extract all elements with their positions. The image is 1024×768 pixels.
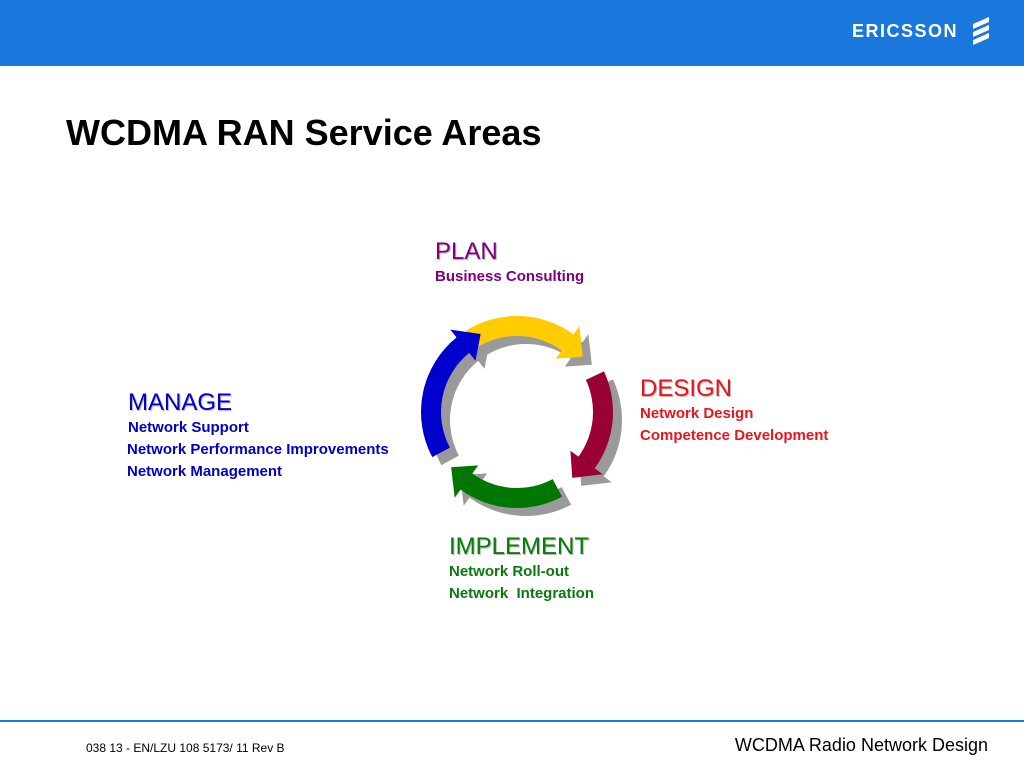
manage-heading: MANAGE — [128, 389, 233, 416]
plan-item: Business Consulting — [435, 268, 585, 285]
design-item: Competence Development — [640, 427, 829, 444]
manage-block: MANAGE Network Support Network Performan… — [127, 389, 389, 483]
implement-arrow-shadow — [460, 473, 572, 516]
footer-course-title: WCDMA Radio Network Design — [734, 735, 988, 755]
plan-block: PLAN Business Consulting — [435, 238, 584, 288]
design-arrow — [570, 371, 613, 478]
design-block: DESIGN Network Design Competence Develop… — [640, 375, 828, 447]
implement-item: Network Roll-out — [449, 563, 569, 580]
plan-arrow — [466, 316, 583, 359]
header-bar: ERICSSON — [0, 0, 1024, 66]
cycle-arrows — [421, 316, 613, 508]
manage-arrow — [421, 329, 481, 458]
design-item: Network Design — [640, 405, 754, 422]
plan-heading: PLAN — [435, 238, 498, 265]
implement-arrow — [451, 465, 563, 508]
implement-block: IMPLEMENT Network Roll-out Network Integ… — [449, 533, 594, 605]
brand-name: ERICSSON — [851, 20, 958, 41]
ericsson-logo-icon — [973, 17, 989, 45]
manage-item: Network Performance Improvements — [127, 441, 389, 458]
footer-doc-id: 038 13 - EN/LZU 108 5173/ 11 Rev B — [86, 741, 285, 755]
footer-divider — [0, 720, 1024, 722]
service-cycle-diagram — [421, 316, 622, 516]
manage-item: Network Support — [128, 419, 249, 436]
page-title: WCDMA RAN Service Areas — [66, 112, 542, 153]
implement-heading: IMPLEMENT — [449, 533, 590, 560]
design-heading: DESIGN — [640, 375, 733, 402]
implement-item: Network Integration — [449, 585, 595, 602]
brand: ERICSSON — [852, 16, 992, 46]
manage-item: Network Management — [127, 463, 283, 480]
